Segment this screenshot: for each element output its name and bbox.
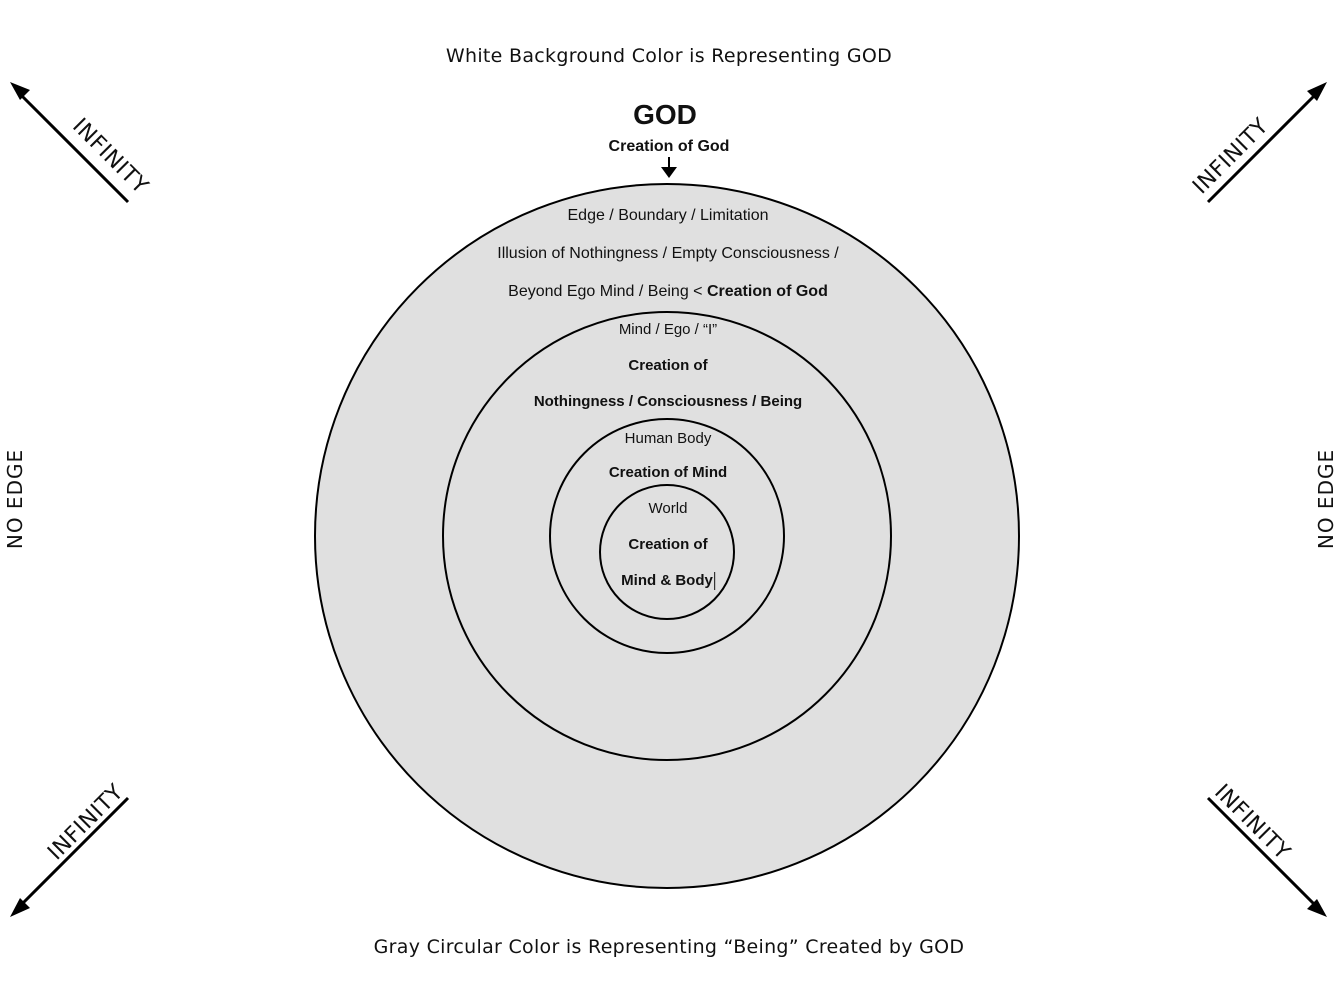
left-no-edge-label: NO EDGE bbox=[3, 448, 27, 550]
top-left-infinity-arrow-icon bbox=[10, 82, 130, 204]
text-cursor bbox=[713, 572, 715, 591]
third-line-1: Human Body bbox=[624, 430, 712, 447]
top-right-infinity-arrow-icon bbox=[1206, 82, 1327, 204]
bottom-right-infinity-arrow-icon bbox=[1206, 796, 1327, 917]
god-down-arrow-icon bbox=[661, 157, 677, 178]
outer-line-2: Illusion of Nothingness / Empty Consciou… bbox=[497, 245, 839, 262]
god-title: GOD bbox=[633, 99, 697, 130]
second-line-2: Creation of bbox=[628, 357, 708, 374]
inner-circle bbox=[599, 484, 735, 620]
outer-line-3: Beyond Ego Mind / Being < Creation of Go… bbox=[508, 283, 828, 301]
second-line-3: Nothingness / Consciousness / Being bbox=[533, 393, 803, 410]
inner-line-3: Mind & Body bbox=[621, 572, 715, 591]
inner-line-3-text: Mind & Body bbox=[621, 572, 713, 589]
bottom-left-infinity-arrow-icon bbox=[10, 796, 130, 917]
second-line-1: Mind / Ego / “I” bbox=[618, 321, 718, 338]
outer-line-3-bold: Creation of God bbox=[706, 283, 828, 300]
god-subtitle: Creation of God bbox=[608, 138, 730, 155]
inner-line-1: World bbox=[648, 500, 688, 517]
outer-line-1: Edge / Boundary / Limitation bbox=[567, 207, 769, 224]
right-no-edge-label: NO EDGE bbox=[1314, 448, 1338, 550]
outer-line-3-plain: Beyond Ego Mind / Being < bbox=[508, 283, 703, 300]
bottom-caption: Gray Circular Color is Representing “Bei… bbox=[373, 936, 965, 958]
inner-line-2: Creation of bbox=[628, 536, 708, 553]
top-caption: White Background Color is Representing G… bbox=[445, 45, 893, 67]
third-line-2: Creation of Mind bbox=[608, 464, 728, 481]
